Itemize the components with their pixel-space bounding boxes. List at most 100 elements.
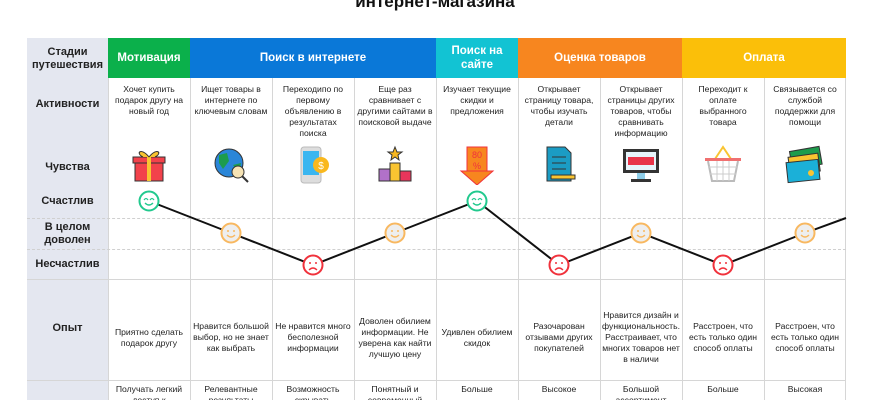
basket-icon — [703, 145, 743, 185]
face-mouth — [800, 234, 810, 238]
experience-text: Нравится дизайн и функциональность. Расс… — [600, 300, 682, 375]
label-experience: Опыт — [52, 322, 83, 334]
activity-text: Связывается со службой поддержки для пом… — [773, 84, 837, 127]
face-eyes — [143, 197, 155, 201]
experience-text: Нравится большой выбор, но не знает как … — [190, 300, 272, 375]
gift-icon — [129, 145, 169, 185]
experience-label: Не нравится много бесполезной информации — [275, 321, 351, 353]
next-row-text: Высокое — [541, 384, 577, 394]
stage-header: Оплата — [682, 38, 846, 78]
experience-label: Расстроен, что есть только один способ о… — [771, 321, 839, 353]
experience-text: Разочарован отзывами других покупателей — [518, 300, 600, 375]
activity-text: Переходит к оплате выбранного товара — [698, 84, 748, 127]
experience-label: Доволен обилием информации. Не уверена к… — [358, 315, 432, 359]
row-divider — [27, 279, 846, 280]
row-divider — [27, 380, 846, 381]
next-row-text: Релевантные результаты — [204, 384, 258, 400]
experience-label: Приятно сделать подарок другу — [114, 326, 184, 348]
label-stages: Стадии путешествия — [32, 46, 103, 71]
experience-label: Разочарован отзывами других покупателей — [525, 321, 593, 353]
neutral-face-icon — [220, 222, 242, 244]
next-row-text: Высокая — [787, 384, 823, 394]
next-row-text: Возможность скрывать — [286, 384, 340, 400]
face-mouth — [554, 267, 564, 271]
stage-header: Поиск на сайте — [436, 38, 518, 78]
label-activities: Активности — [35, 98, 100, 110]
face-eye — [315, 262, 317, 264]
activity-text: Открывает страницы других товаров, чтобы… — [607, 84, 675, 138]
column-divider — [190, 78, 191, 400]
globe-search-icon — [211, 145, 251, 185]
experience-text: Доволен обилием информации. Не уверена к… — [354, 300, 436, 375]
next-row-text: Больше — [461, 384, 493, 394]
column-divider — [436, 78, 437, 400]
unhappy-face-icon — [548, 254, 570, 276]
face-eye — [637, 230, 639, 232]
level-line — [27, 218, 846, 219]
podium-icon — [375, 145, 415, 185]
unhappy-face-icon — [712, 254, 734, 276]
document-icon — [539, 145, 579, 185]
activity-text: Хочет купить подарок другу на новый год — [114, 84, 184, 116]
face-eye — [309, 262, 311, 264]
unhappy-face-icon — [302, 254, 324, 276]
face-mouth — [144, 202, 154, 206]
experience-text: Приятно сделать подарок другу — [108, 300, 190, 375]
website-monitor-icon — [621, 145, 661, 185]
face-eye — [719, 262, 721, 264]
face-mouth — [308, 267, 318, 271]
activity-text: Ищет товары в интернете по ключевым слов… — [194, 84, 268, 116]
happy-face-icon — [466, 190, 488, 212]
label-unhappy: Несчастлив — [35, 258, 100, 270]
face-mouth — [390, 234, 400, 238]
face-eye — [561, 262, 563, 264]
label-feelings: Чувства — [45, 161, 90, 173]
next-row-text: Больше — [707, 384, 739, 394]
face-eye — [555, 262, 557, 264]
credit-cards-icon — [785, 145, 825, 185]
phone-coin-icon: $ — [293, 145, 333, 185]
face-mouth — [636, 234, 646, 238]
face-eye — [391, 230, 393, 232]
neutral-face-icon — [794, 222, 816, 244]
face-eye — [397, 230, 399, 232]
neutral-face-icon — [630, 222, 652, 244]
face-eye — [807, 230, 809, 232]
discount-icon: 80% — [457, 145, 497, 186]
label-happy: Счастлив — [41, 195, 94, 207]
face-eyes — [471, 197, 483, 201]
face-eye — [643, 230, 645, 232]
column-divider — [272, 78, 273, 400]
face-eye — [725, 262, 727, 264]
experience-label: Нравится дизайн и функциональность. Расс… — [602, 310, 680, 364]
column-divider — [354, 78, 355, 400]
level-line — [27, 249, 846, 250]
experience-text: Расстроен, что есть только один способ о… — [682, 300, 764, 375]
stage-header: Поиск в интернете — [190, 38, 436, 78]
svg-text:$: $ — [318, 161, 324, 172]
face-eye — [801, 230, 803, 232]
face-mouth — [718, 267, 728, 271]
column-divider — [764, 78, 765, 400]
experience-text: Расстроен, что есть только один способ о… — [764, 300, 846, 375]
experience-label: Нравится большой выбор, но не знает как … — [193, 321, 269, 353]
emotion-line — [148, 199, 847, 267]
page-title: интернет-магазина — [355, 0, 515, 11]
face-eye — [233, 230, 235, 232]
experience-text: Не нравится много бесполезной информации — [272, 300, 354, 375]
column-divider — [518, 78, 519, 400]
experience-label: Удивлен обилием скидок — [441, 326, 513, 348]
column-divider — [682, 78, 683, 400]
neutral-face-icon — [384, 222, 406, 244]
face-mouth — [472, 202, 482, 206]
activity-text: Открывает страницу товара, чтобы изучать… — [524, 84, 594, 127]
stage-header: Оценка товаров — [518, 38, 682, 78]
label-column — [27, 38, 108, 400]
column-divider — [108, 78, 109, 400]
experience-text: Удивлен обилием скидок — [436, 300, 518, 375]
activity-text: Переходипо по первому объявлению в резул… — [282, 84, 344, 138]
face-mouth — [226, 234, 236, 238]
experience-label: Расстроен, что есть только один способ о… — [689, 321, 757, 353]
next-row-text: Большой ассортимент — [615, 384, 667, 400]
